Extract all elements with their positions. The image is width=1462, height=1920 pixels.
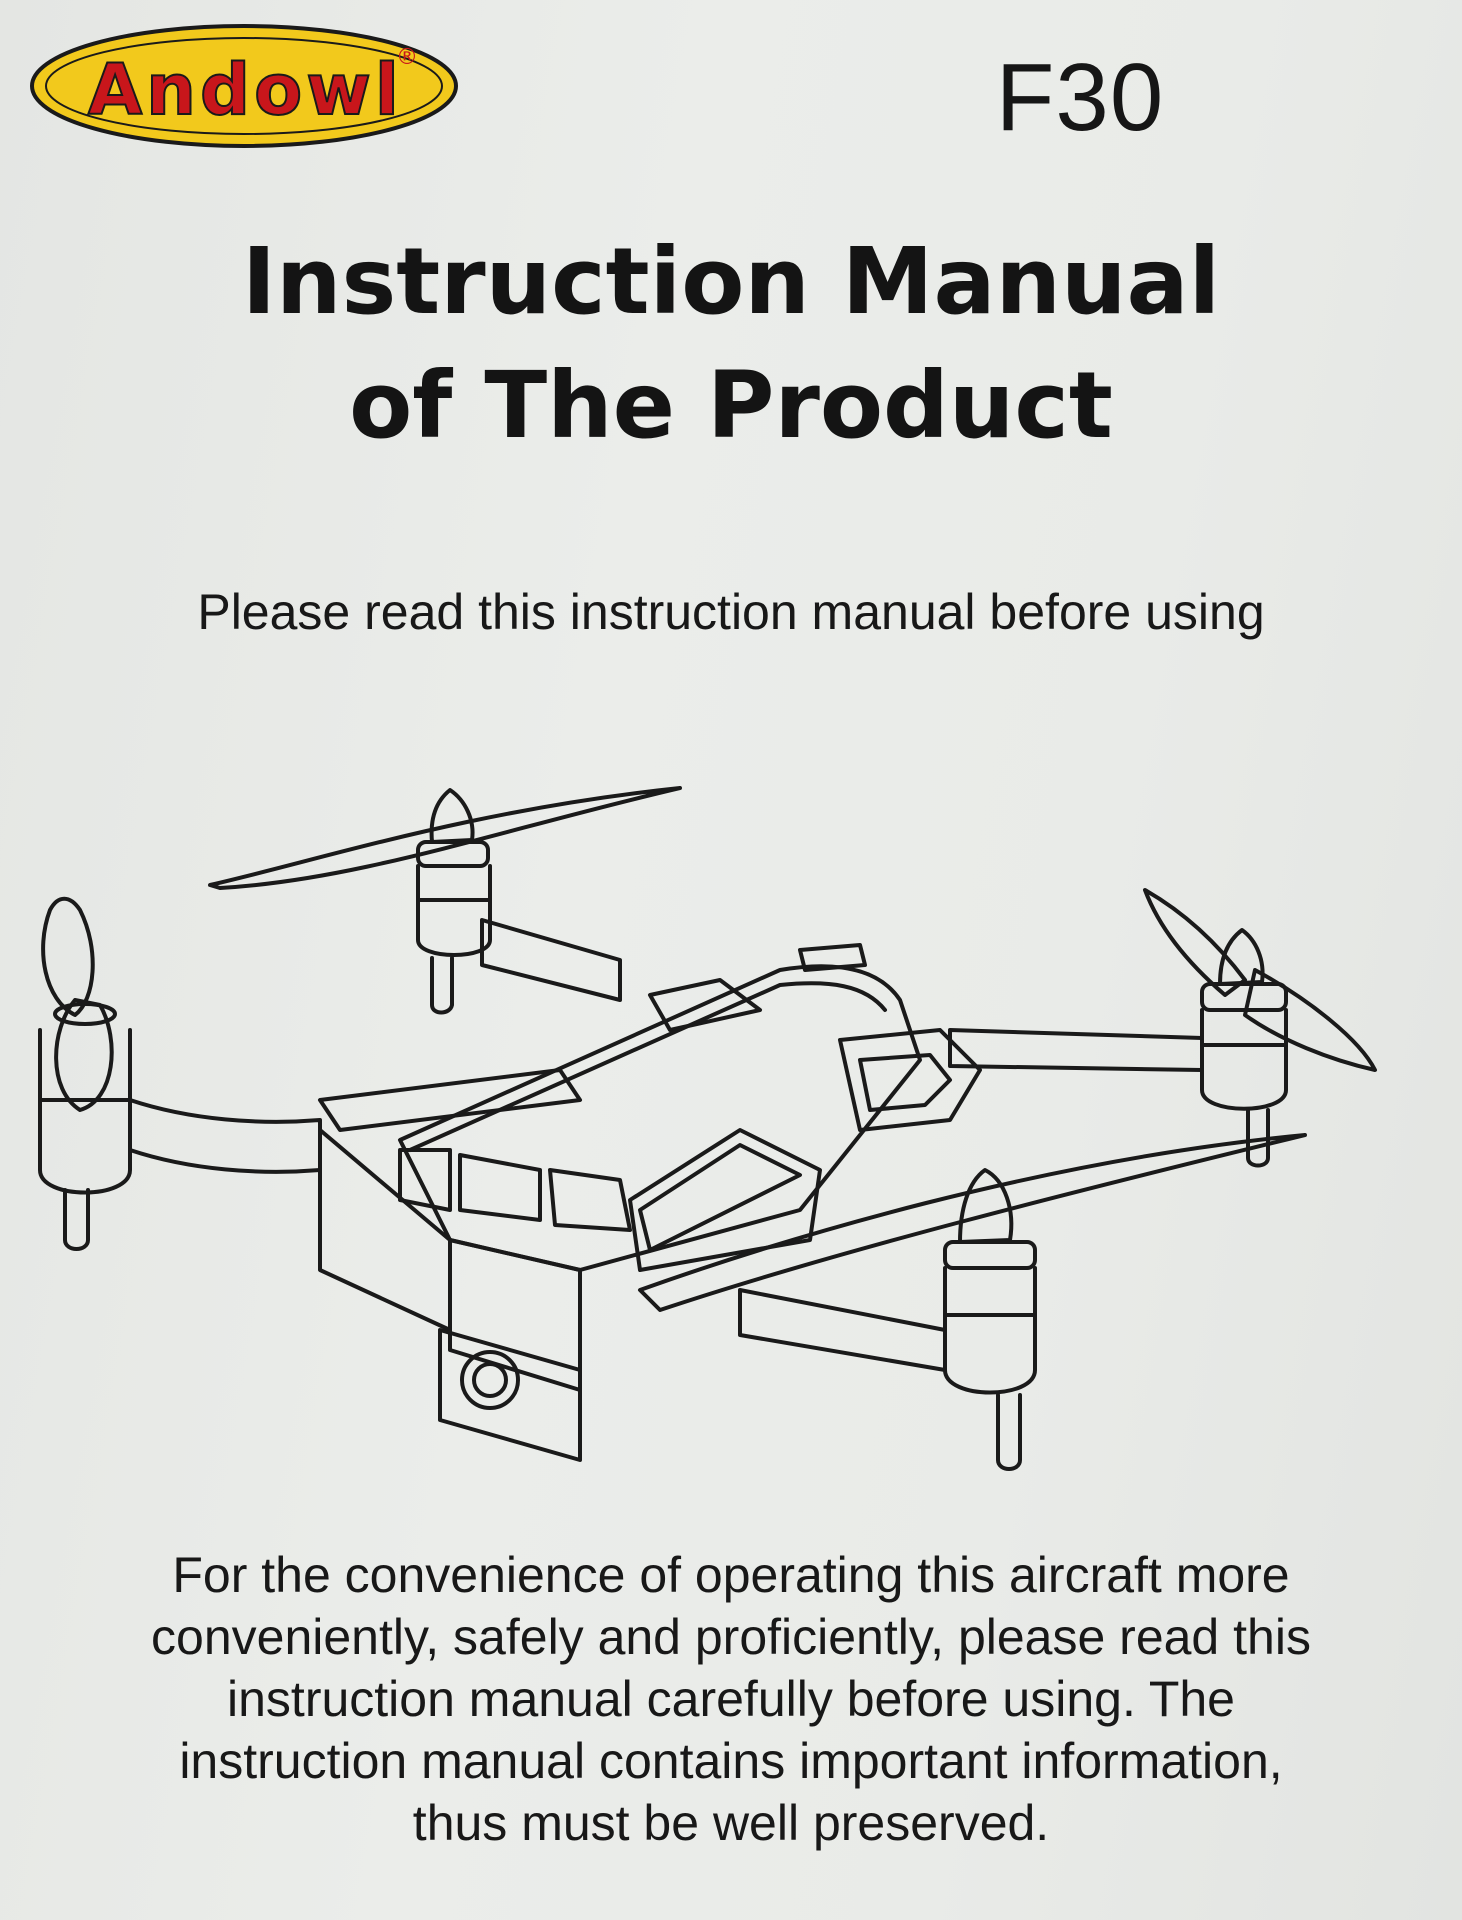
drone-line-drawing-icon — [38, 786, 1377, 1471]
drone-illustration — [20, 770, 1400, 1490]
rear-right-arm — [948, 1028, 1204, 1072]
subtitle: Please read this instruction manual befo… — [197, 584, 1265, 640]
camera-gimbal — [438, 1328, 582, 1462]
notice-line-5: thus must be well preserved. — [412, 1795, 1050, 1851]
front-left-arm — [128, 1098, 322, 1174]
notice-line-1: For the convenience of operating this ai… — [172, 1547, 1290, 1603]
registered-mark: ® — [396, 45, 418, 70]
rear-right-propeller — [1143, 888, 1377, 1168]
rear-left-propeller — [208, 786, 682, 1015]
brand-logo: Andowl ® — [28, 22, 460, 150]
front-right-propeller — [638, 1133, 1307, 1471]
notice-line-2: conveniently, safely and proficiently, p… — [151, 1609, 1311, 1665]
front-left-propeller — [38, 896, 132, 1251]
andowl-logo-icon: Andowl ® — [30, 24, 458, 148]
title-line-1: Instruction Manual — [241, 228, 1221, 335]
notice-line-3: instruction manual carefully before usin… — [227, 1671, 1235, 1727]
logo-wordmark: Andowl — [88, 49, 403, 131]
rear-left-arm — [480, 918, 622, 1002]
notice-paragraph: For the convenience of operating this ai… — [60, 1544, 1402, 1854]
model-number: F30 — [995, 44, 1165, 151]
drone-body — [318, 943, 982, 1392]
notice-line-4: instruction manual contains important in… — [179, 1733, 1283, 1789]
page-title: Instruction Manual of The Product — [0, 220, 1462, 468]
title-line-2: of The Product — [349, 352, 1113, 459]
front-right-arm — [738, 1288, 947, 1372]
